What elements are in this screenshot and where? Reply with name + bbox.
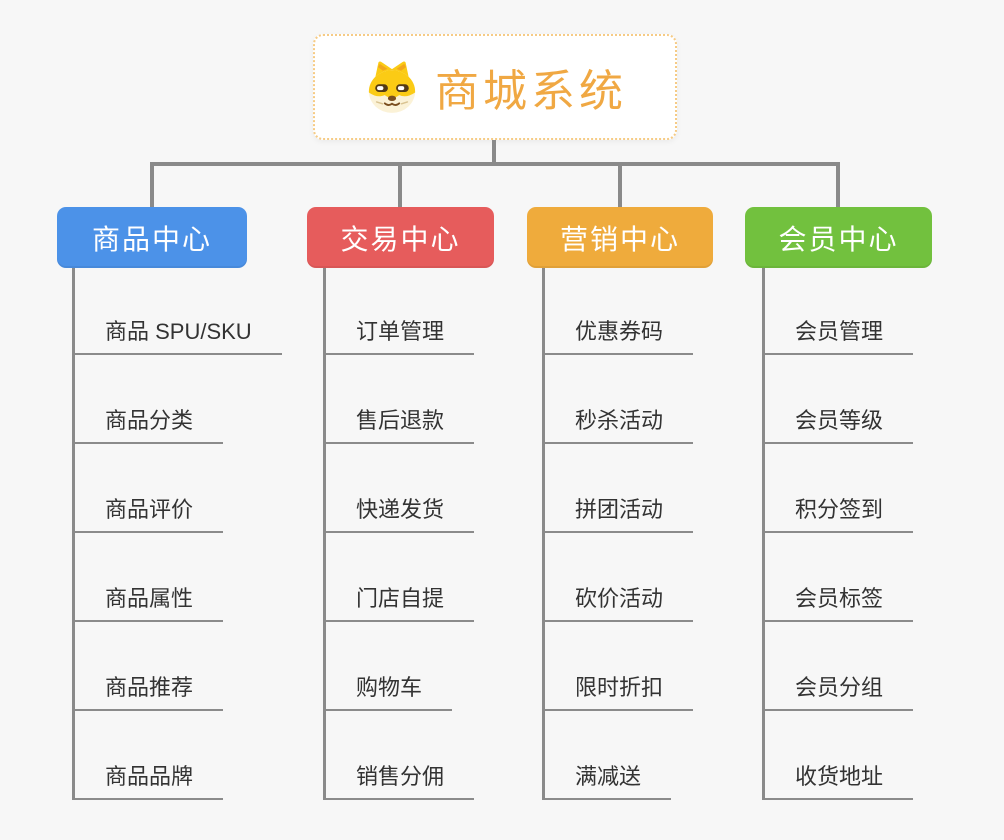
- connector-horizontal: [150, 162, 840, 166]
- leaf-node[interactable]: 商品品牌: [75, 711, 224, 800]
- leaf-node[interactable]: 砍价活动: [545, 533, 694, 622]
- branch-node-member-center[interactable]: 会员中心: [745, 207, 932, 268]
- branch-node-trade-center[interactable]: 交易中心: [307, 207, 494, 268]
- leaf-node[interactable]: 收货地址: [765, 711, 914, 800]
- branch-label: 商品中心: [91, 223, 212, 255]
- leaf-node[interactable]: 优惠券码: [545, 268, 694, 355]
- connector-drop-marketing: [618, 162, 622, 208]
- leaf-node[interactable]: 限时折扣: [545, 622, 694, 711]
- leaf-node[interactable]: 门店自提: [326, 533, 475, 622]
- leaf-node[interactable]: 销售分佣: [326, 711, 475, 800]
- root-title: 商城系统: [435, 67, 627, 116]
- branch-node-marketing-center[interactable]: 营销中心: [527, 207, 713, 268]
- leaf-node[interactable]: 购物车: [326, 622, 453, 711]
- leaf-node[interactable]: 商品推荐: [75, 622, 224, 711]
- leaf-node[interactable]: 拼团活动: [545, 444, 694, 533]
- leaf-node[interactable]: 会员分组: [765, 622, 914, 711]
- branch-children-column-goods: 商品 SPU/SKU 商品分类 商品评价 商品属性 商品推荐 商品品牌: [72, 268, 282, 800]
- connector-root-stem: [492, 140, 496, 164]
- leaf-node[interactable]: 售后退款: [326, 355, 475, 444]
- branch-children-column-member: 会员管理 会员等级 积分签到 会员标签 会员分组 收货地址: [762, 268, 914, 800]
- root-node[interactable]: 商城系统: [313, 34, 677, 140]
- leaf-node[interactable]: 会员等级: [765, 355, 914, 444]
- leaf-node[interactable]: 满减送: [545, 711, 672, 800]
- leaf-node[interactable]: 商品 SPU/SKU: [75, 268, 282, 355]
- branch-children-column-trade: 订单管理 售后退款 快递发货 门店自提 购物车 销售分佣: [323, 268, 475, 800]
- branch-node-goods-center[interactable]: 商品中心: [57, 207, 247, 268]
- connector-drop-member: [836, 162, 840, 208]
- leaf-node[interactable]: 商品属性: [75, 533, 224, 622]
- connector-drop-trade: [398, 162, 402, 208]
- leaf-node[interactable]: 快递发货: [326, 444, 475, 533]
- leaf-node[interactable]: 会员标签: [765, 533, 914, 622]
- shiba-dog-face-icon: [363, 58, 421, 116]
- branch-children-column-marketing: 优惠券码 秒杀活动 拼团活动 砍价活动 限时折扣 满减送: [542, 268, 694, 800]
- connector-drop-goods: [150, 162, 154, 208]
- leaf-node[interactable]: 会员管理: [765, 268, 914, 355]
- leaf-node[interactable]: 商品评价: [75, 444, 224, 533]
- leaf-node[interactable]: 订单管理: [326, 268, 475, 355]
- branch-label: 交易中心: [340, 223, 461, 255]
- branch-label: 会员中心: [778, 223, 899, 255]
- leaf-node[interactable]: 积分签到: [765, 444, 914, 533]
- leaf-node[interactable]: 秒杀活动: [545, 355, 694, 444]
- branch-label: 营销中心: [559, 223, 680, 255]
- leaf-node[interactable]: 商品分类: [75, 355, 224, 444]
